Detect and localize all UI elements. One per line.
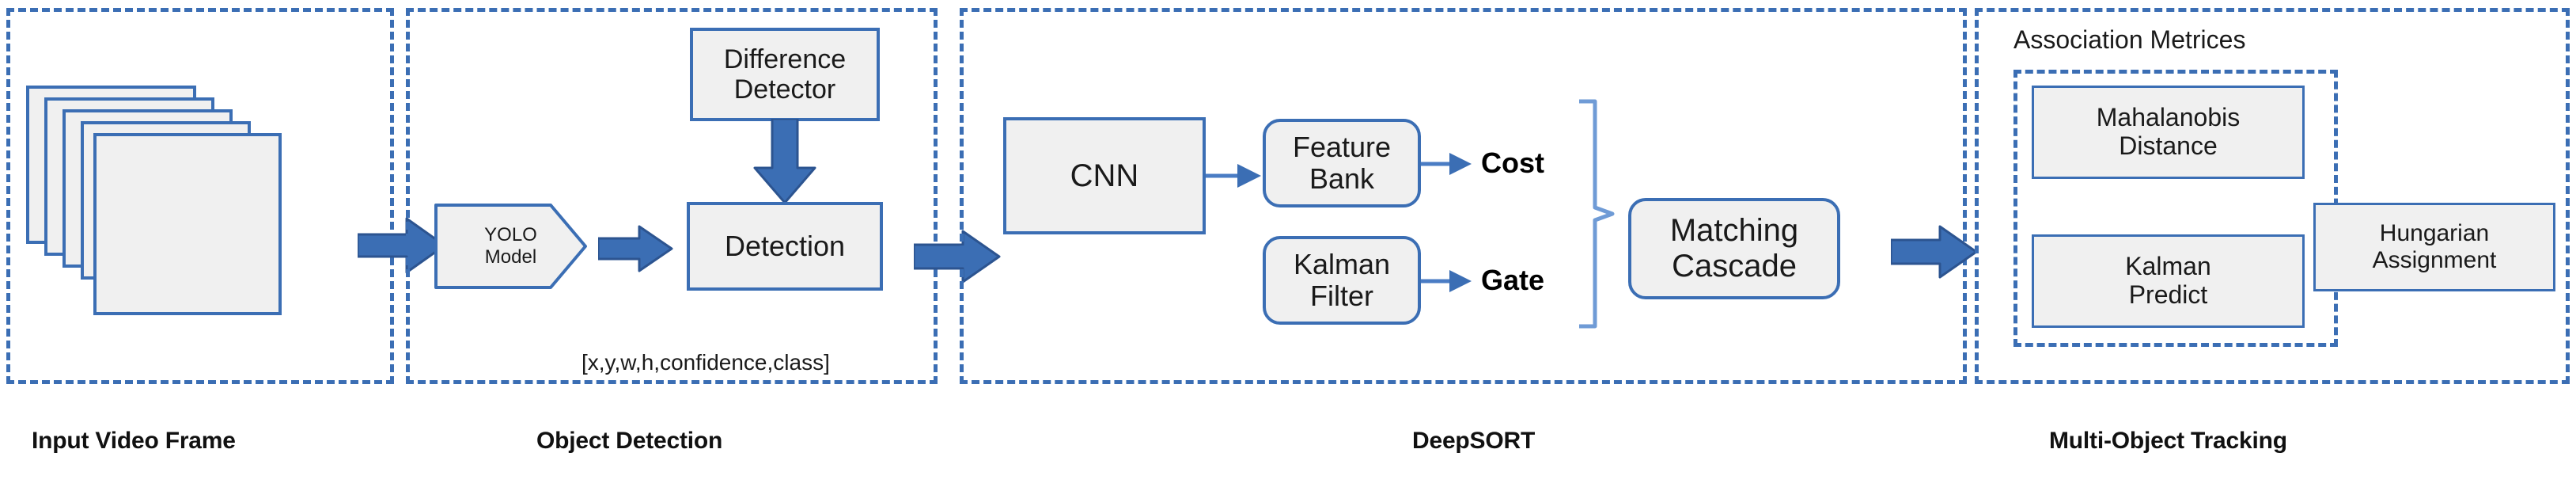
node-kalman-predict[interactable]: Kalman Predict xyxy=(2032,234,2305,328)
stage-caption-multi-object-tracking: Multi-Object Tracking xyxy=(2049,428,2287,454)
panel-deepsort xyxy=(960,8,1967,384)
panel-object-detection xyxy=(406,8,938,384)
stage-caption-object-detection: Object Detection xyxy=(536,428,723,454)
node-hungarian-assignment[interactable]: Hungarian Assignment xyxy=(2313,203,2555,291)
difference-detector-label: Difference Detector xyxy=(723,44,847,105)
node-feature-bank[interactable]: Feature Bank xyxy=(1263,119,1421,207)
cost-label: Cost xyxy=(1481,147,1544,179)
arrow-cnn-to-feature-bank xyxy=(1206,162,1263,190)
node-kalman-filter[interactable]: Kalman Filter xyxy=(1263,236,1421,325)
arrow-yolo-to-detection xyxy=(597,224,674,273)
stage-caption-deepsort: DeepSORT xyxy=(1412,428,1536,454)
node-yolo-model[interactable]: YOLO Model xyxy=(434,203,588,290)
kalman-filter-label: Kalman Filter xyxy=(1293,247,1391,312)
node-matching-cascade[interactable]: Matching Cascade xyxy=(1628,198,1840,299)
panel-multi-object-tracking xyxy=(1975,8,2570,384)
hungarian-assignment-label: Hungarian Assignment xyxy=(2372,220,2497,273)
node-detection[interactable]: Detection xyxy=(687,202,883,291)
node-mahalanobis-distance[interactable]: Mahalanobis Distance xyxy=(2032,86,2305,179)
node-difference-detector[interactable]: Difference Detector xyxy=(690,28,880,121)
brace-cost-gate xyxy=(1574,99,1627,329)
arrow-feature-bank-to-cost xyxy=(1421,150,1473,177)
arrow-matching-cascade-to-tracking xyxy=(1889,223,1979,280)
yolo-model-label: YOLO Model xyxy=(484,224,537,268)
panel-input-video-frame xyxy=(6,8,394,384)
stage-caption-input-video-frame: Input Video Frame xyxy=(32,428,236,454)
cnn-label: CNN xyxy=(1070,158,1139,193)
kalman-predict-label: Kalman Predict xyxy=(2125,252,2211,309)
feature-bank-label: Feature Bank xyxy=(1292,130,1392,195)
matching-cascade-label: Matching Cascade xyxy=(1669,213,1799,284)
gate-label: Gate xyxy=(1481,264,1545,296)
node-cnn[interactable]: CNN xyxy=(1003,117,1206,234)
video-frame-sheet-5 xyxy=(93,133,282,315)
arrow-difference-detector-to-detection xyxy=(752,117,818,204)
mahalanobis-distance-label: Mahalanobis Distance xyxy=(2096,103,2241,160)
detection-output-vector: [x,y,w,h,confidence,class] xyxy=(581,350,830,375)
arrow-kalman-filter-to-gate xyxy=(1421,268,1473,295)
association-metrics-title: Association Metrices xyxy=(2013,25,2246,54)
detection-label: Detection xyxy=(724,229,846,262)
